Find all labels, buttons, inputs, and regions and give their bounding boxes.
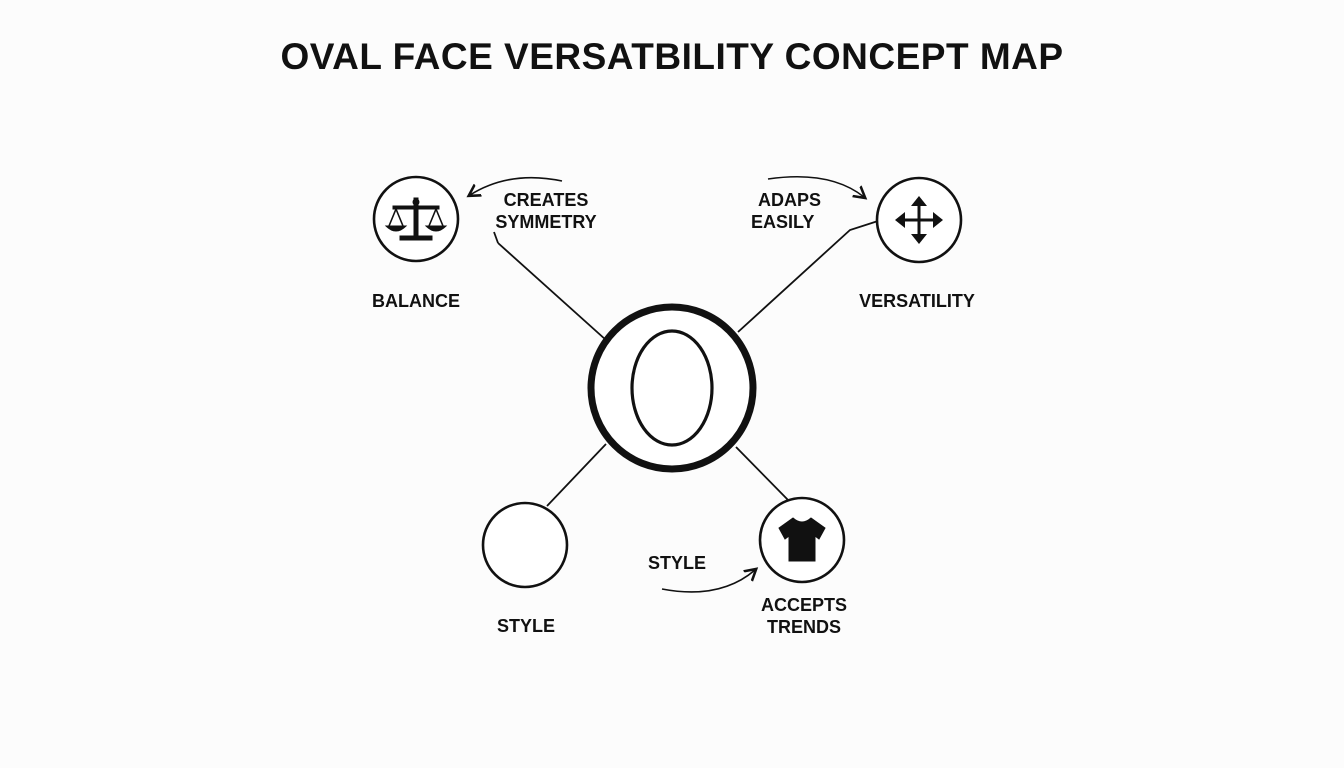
adapts-easily-line-2: EASILY (751, 212, 815, 232)
creates-symmetry-annotation: CREATES SYMMETRY (485, 189, 607, 233)
tshirt-icon (778, 517, 826, 562)
arrow-adapts-easily (767, 175, 864, 197)
accepts-trends-line-1: ACCEPTS (760, 595, 847, 615)
style-label: STYLE (496, 616, 555, 636)
connector-balance (497, 242, 607, 341)
connector-versatility (737, 220, 879, 333)
oval-face-node (587, 303, 757, 473)
accepts-trends-line-2: TRENDS (766, 617, 841, 637)
move-arrows-icon (895, 196, 943, 244)
arrow-creates-symmetry (470, 176, 563, 195)
versatility-node (875, 176, 963, 264)
page-title: OVAL FACE VERSATBILITY CONCEPT MAP (280, 36, 1064, 77)
creates-symmetry-line-1: CREATES (503, 190, 589, 210)
trends-node (758, 496, 846, 584)
versatility-label: VERSATILITY (859, 291, 975, 311)
connector-trends (735, 446, 791, 503)
empty-circle (481, 501, 569, 589)
connector-balance-hook (493, 231, 499, 244)
adapts-easily-line-1: ADAPS (758, 190, 822, 210)
creates-symmetry-line-2: SYMMETRY (495, 212, 597, 232)
balance-scale-icon (384, 197, 448, 241)
style-node (481, 501, 569, 589)
style-arrow-annotation: STYLE (648, 553, 707, 573)
adapts-easily-annotation: ADAPS EASILY (751, 189, 841, 233)
oval-face-icon (630, 329, 714, 447)
balance-label: BALANCE (372, 291, 460, 311)
connector-style (546, 443, 607, 507)
balance-node (372, 175, 460, 263)
arrow-style-to-trends (661, 570, 755, 593)
accepts-trends-annotation: ACCEPTS TRENDS (748, 594, 860, 638)
